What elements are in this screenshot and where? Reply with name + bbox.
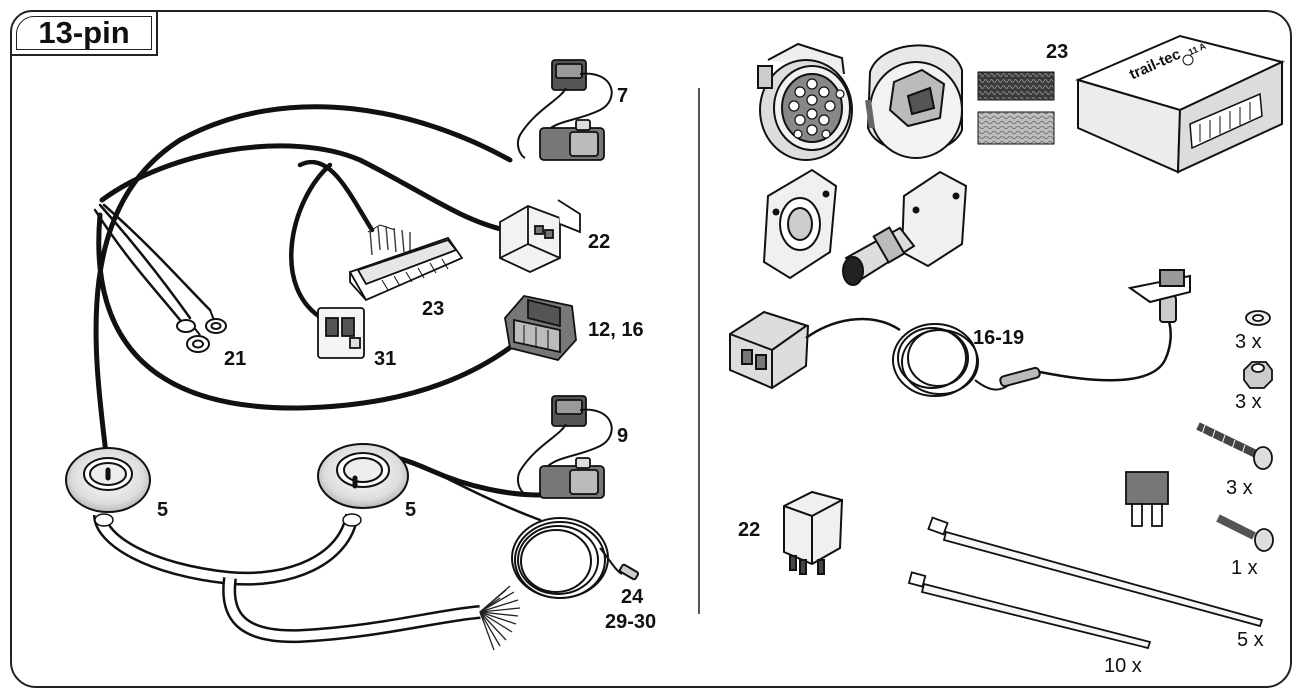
center-divider bbox=[698, 88, 700, 614]
label-21: 21 bbox=[224, 348, 247, 370]
relay-22 bbox=[783, 490, 844, 575]
title-box-inner bbox=[16, 16, 152, 50]
trunk-cable bbox=[93, 513, 481, 644]
label-29-30: 29-30 bbox=[605, 611, 657, 633]
qty-washer: 3 x bbox=[1235, 331, 1262, 353]
label-5-left: 5 bbox=[157, 499, 169, 521]
qty-screw: 3 x bbox=[1226, 477, 1253, 499]
title-box: 13-pin bbox=[10, 10, 158, 56]
trail-tec-module bbox=[1075, 34, 1285, 174]
qty-long-tie: 5 x bbox=[1237, 629, 1264, 651]
mounting-bracket bbox=[842, 170, 968, 286]
label-23-right: 23 bbox=[1046, 41, 1069, 63]
outer-frame bbox=[10, 10, 1292, 688]
hardware bbox=[1196, 310, 1274, 552]
label-22-right: 22 bbox=[738, 519, 761, 541]
title: 13-pin bbox=[38, 15, 130, 50]
qty-small-screw: 1 x bbox=[1231, 557, 1258, 579]
label-31: 31 bbox=[374, 348, 397, 370]
loose-wires bbox=[479, 585, 521, 651]
ring-terminals-21 bbox=[176, 309, 227, 353]
cable-16-19 bbox=[729, 269, 1191, 397]
connector-22 bbox=[499, 199, 581, 273]
mounting-gasket bbox=[762, 168, 838, 280]
connector-12-16 bbox=[504, 295, 577, 362]
velcro-23 bbox=[977, 71, 1055, 145]
label-7: 7 bbox=[617, 85, 629, 107]
grommets-5 bbox=[65, 443, 409, 513]
main-harness bbox=[93, 104, 543, 522]
coiled-cable-24 bbox=[511, 517, 640, 599]
socket-13pin-front bbox=[757, 42, 853, 161]
label-23-left: 23 bbox=[422, 298, 445, 320]
blade-fuse bbox=[1125, 471, 1169, 527]
qty-nut: 3 x bbox=[1235, 391, 1262, 413]
label-22-left: 22 bbox=[588, 231, 611, 253]
connector-9 bbox=[516, 395, 613, 499]
qty-short-tie: 10 x bbox=[1104, 655, 1142, 677]
connector-31 bbox=[317, 307, 365, 359]
socket-13pin-cover bbox=[865, 44, 963, 159]
label-24: 24 bbox=[621, 586, 644, 608]
connector-23-plug bbox=[348, 224, 464, 302]
label-9: 9 bbox=[617, 425, 629, 447]
label-12-16: 12, 16 bbox=[588, 319, 644, 341]
label-5-right: 5 bbox=[405, 499, 417, 521]
cable-ties bbox=[907, 516, 1264, 650]
connector-7 bbox=[516, 59, 613, 161]
label-16-19: 16-19 bbox=[973, 327, 1025, 349]
